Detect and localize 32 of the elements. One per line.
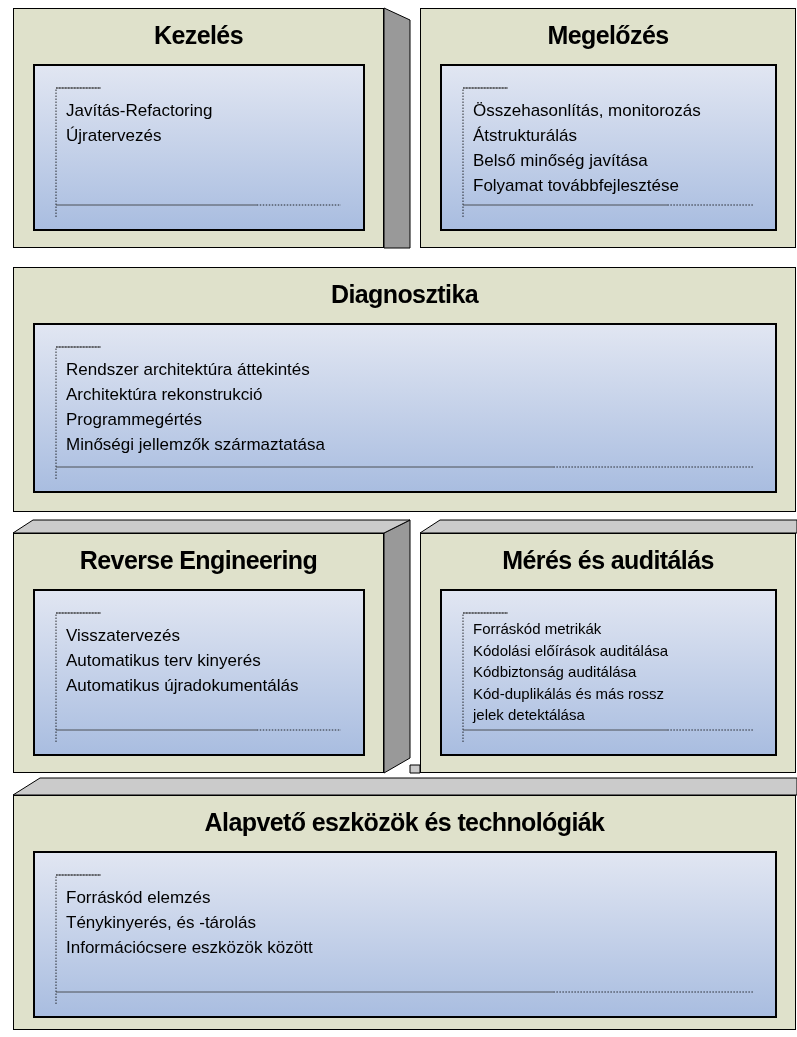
layer-panel (13, 795, 796, 1030)
list-item: Visszatervezés (66, 625, 181, 647)
list-item: Ténykinyerés, és -tárolás (66, 912, 257, 934)
list-item: Forráskód elemzés (66, 887, 212, 909)
list-item: Belső minőség javítása (473, 150, 649, 172)
list-item: Kódbiztonság auditálása (473, 662, 638, 682)
list-item: Információcsere eszközök között (66, 937, 314, 959)
layer-panel (420, 533, 796, 773)
list-item: Összehasonlítás, monitorozás (473, 100, 702, 122)
list-item: Programmegértés (66, 409, 204, 431)
list-item: Automatikus újradokumentálás (66, 675, 300, 697)
panel-heading: Mérés és auditálás (501, 546, 715, 575)
list-item: Architektúra rekonstrukció (66, 384, 264, 406)
list-item: Minőségi jellemzők származtatása (66, 434, 326, 456)
panel-heading: Kezelés (153, 21, 244, 50)
list-item: Átstrukturálás (473, 125, 578, 147)
panel-heading: Reverse Engineering (78, 546, 319, 575)
list-item: Rendszer architektúra áttekintés (66, 359, 311, 381)
list-item: Kódolási előírások auditálása (473, 640, 670, 661)
layer-panel (13, 8, 384, 248)
list-item: Forráskód metrikák (473, 619, 603, 639)
list-item: Újratervezés (66, 125, 163, 147)
layer-panel (13, 533, 384, 773)
list-item: Folyamat továbbfejlesztése (473, 175, 680, 197)
list-item: Kód-duplikálás és más rossz jelek detektálása (473, 683, 665, 725)
list-item: Automatikus terv kinyerés (66, 650, 262, 672)
list-item: Javítás-Refactoring (66, 100, 214, 122)
panel-heading: Megelőzés (546, 21, 670, 50)
panel-heading: Diagnosztika (330, 280, 480, 309)
panel-heading: Alapvető eszközök és technológiák (203, 808, 606, 837)
layer-panel (420, 8, 796, 248)
layer-panel (13, 267, 796, 512)
